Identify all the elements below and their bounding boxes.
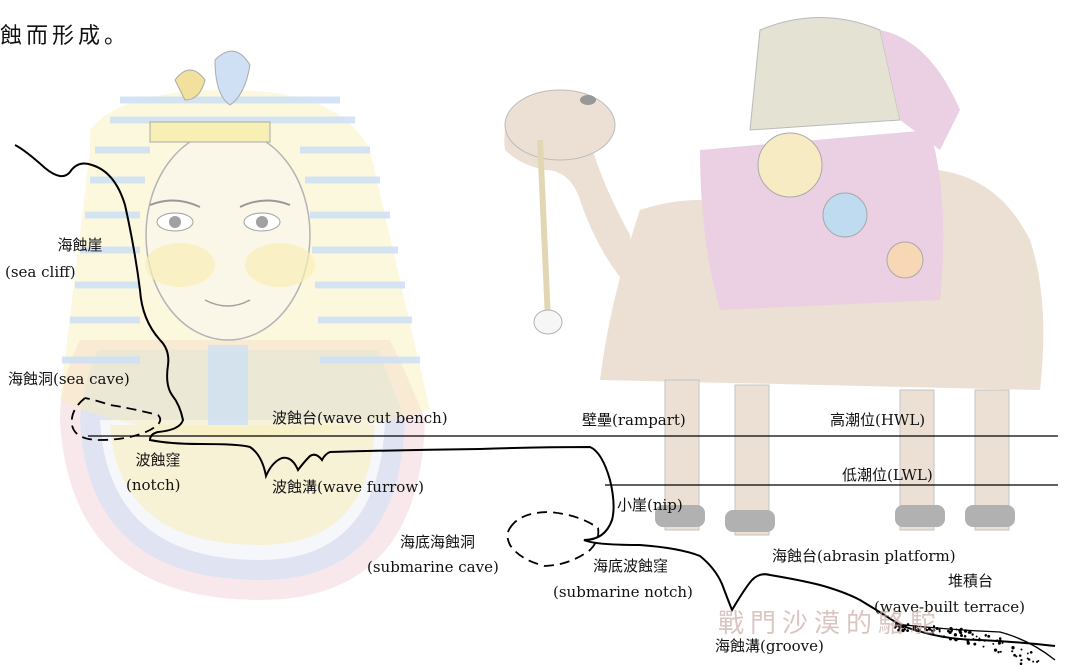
wave-built-terrace-label-zh: 堆積台 [948, 572, 993, 591]
sediment-dot [984, 640, 986, 642]
sediment-dot [1013, 654, 1016, 657]
sediment-dot [967, 642, 970, 645]
sediment-dot [1011, 646, 1014, 649]
sediment-dot [973, 638, 975, 640]
sediment-dot [973, 643, 976, 646]
sediment-dot [1027, 652, 1029, 654]
watermark-text: 戰門沙漠的駱駝 [718, 603, 942, 640]
notch-label-zh: 波蝕窪 [118, 451, 198, 470]
sediment-dot [987, 635, 990, 638]
submarine-notch-label-zh: 海底波蝕窪 [593, 557, 668, 576]
sediment-dot [1027, 658, 1029, 660]
sediment-dot [1032, 661, 1034, 663]
sea-cliff-label-en: (sea cliff) [5, 263, 76, 282]
sediment-dot [992, 643, 994, 645]
sediment-dot [960, 629, 962, 631]
sea-cliff-label-zh: 海蝕崖 [30, 236, 130, 255]
pharaoh-sketch [60, 51, 430, 600]
camel-sketch [504, 18, 1043, 536]
sediment-dot [954, 638, 957, 641]
sediment-dot [997, 651, 999, 653]
sediment-dot [1001, 642, 1003, 644]
sediment-dot [943, 635, 946, 638]
sediment-dot [994, 648, 997, 651]
sediment-dot [950, 630, 952, 632]
sediment-dot [983, 646, 985, 648]
sediment-dot [949, 637, 952, 640]
sediment-dot [1020, 662, 1023, 665]
sediment-dot [999, 640, 1002, 643]
sediment-dot [1000, 651, 1002, 653]
rampart-label: 壁壘(rampart) [582, 411, 686, 430]
sediment-dot [1036, 661, 1038, 663]
sediment-dot [1019, 654, 1022, 657]
sediment-dot [1030, 651, 1033, 654]
submarine-cave-label-en: (submarine cave) [367, 558, 499, 577]
sediment-dot [1020, 648, 1022, 650]
wave-cut-bench-label: 波蝕台(wave cut bench) [272, 409, 448, 428]
sediment-dot [954, 633, 957, 636]
sediment-dot [1011, 650, 1013, 652]
notch-label-en: (notch) [126, 476, 181, 495]
sediment-dot [1020, 659, 1022, 661]
sediment-dot [976, 636, 978, 638]
sediment-dot [960, 634, 963, 637]
sediment-dot [966, 639, 968, 641]
hwl-label: 高潮位(HWL) [830, 411, 925, 430]
submarine-cave-label-zh: 海底海蝕洞 [400, 533, 475, 552]
nip-label: 小崖(nip) [617, 496, 683, 515]
sediment-dot [955, 628, 957, 630]
wave-furrow-label: 波蝕溝(wave furrow) [272, 478, 424, 497]
sediment-dot [996, 639, 998, 641]
sediment-dot [971, 633, 973, 635]
abrasion-platform-label: 海蝕台(abrasin platform) [772, 547, 956, 566]
sediment-dot [968, 631, 971, 634]
submarine-notch-label-en: (submarine notch) [553, 583, 693, 602]
sediment-dot [947, 630, 950, 633]
lwl-label: 低潮位(LWL) [842, 466, 933, 485]
sediment-dot [999, 637, 1002, 640]
sediment-dot [964, 629, 967, 632]
sediment-dot [964, 635, 967, 638]
sediment-dot [978, 639, 981, 642]
sea-cave-label: 海蝕洞(sea cave) [8, 370, 130, 389]
sediment-dot [984, 634, 986, 636]
